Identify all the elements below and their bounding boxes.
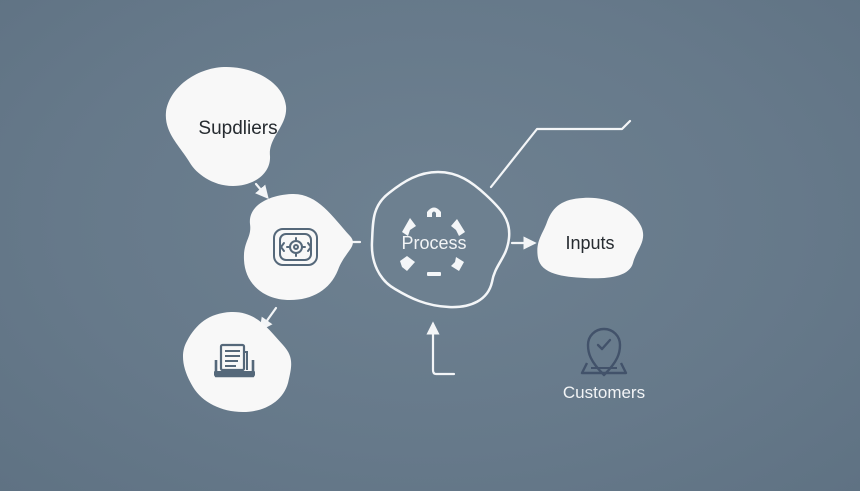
inputs-blob (537, 197, 644, 279)
arrow-bottom-to-process (426, 321, 456, 376)
document-node[interactable] (182, 311, 292, 412)
inputs-label: Inputs (565, 233, 614, 253)
gear-node[interactable] (243, 193, 353, 300)
customers-node[interactable]: Customers (563, 327, 645, 402)
process-node[interactable]: Process (370, 170, 511, 309)
inputs-node[interactable]: Inputs (537, 197, 644, 279)
document-stack-icon (214, 343, 255, 378)
process-label: Process (401, 233, 466, 253)
suppliers-node[interactable]: Supdliers (165, 66, 287, 186)
suppliers-blob (165, 66, 287, 186)
process-blob (370, 170, 511, 309)
cycle-arrows-icon (400, 207, 465, 276)
customers-label: Customers (563, 383, 645, 402)
suppliers-label: Supdliers (198, 118, 277, 139)
arrow-suppliers-to-gear (254, 182, 269, 200)
location-check-icon (580, 327, 628, 377)
connector-process-to-top (489, 119, 632, 189)
gear-chip-icon (273, 228, 318, 266)
